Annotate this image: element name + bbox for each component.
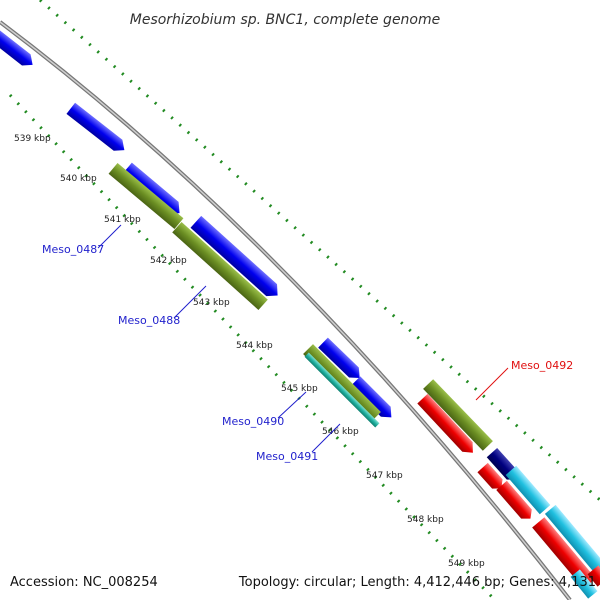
gene-forward-0486[interactable]	[0, 21, 37, 71]
tick-label: 545 kbp	[281, 384, 318, 394]
gene-meso-0489-arrow[interactable]	[190, 215, 283, 301]
gene-meso-0491-arrow[interactable]	[350, 376, 396, 422]
tick-label: 543 kbp	[193, 298, 230, 308]
gene-red-2[interactable]	[496, 480, 535, 523]
backbone	[0, 20, 572, 600]
rna-features	[108, 162, 493, 451]
tick-label: 539 kbp	[14, 134, 51, 144]
tick-label: 544 kbp	[236, 341, 273, 351]
gene-meso-0488-arrow[interactable]	[121, 162, 185, 220]
gene-label-meso-0487[interactable]: Meso_0487	[42, 243, 104, 256]
tick-label: 549 kbp	[448, 559, 485, 569]
feature-cyan-1[interactable]	[505, 465, 551, 515]
feature-cyan-2[interactable]	[544, 504, 600, 576]
feature-cyan-3[interactable]	[570, 569, 598, 599]
tick-label: 547 kbp	[366, 471, 403, 481]
topology-text: Topology: circular; Length: 4,412,446 bp…	[238, 575, 596, 590]
gene-labels: Meso_0487 Meso_0488 Meso_0490 Meso_0491 …	[42, 224, 573, 463]
tick-label: 548 kbp	[407, 515, 444, 525]
feature-teal-491[interactable]	[304, 352, 380, 428]
feature-olive-487[interactable]	[108, 162, 184, 230]
tick-label: 542 kbp	[150, 256, 187, 266]
gene-label-meso-0492[interactable]: Meso_0492	[511, 359, 573, 372]
feature-olive-492[interactable]	[423, 379, 493, 451]
gc-dots-outer	[39, 0, 600, 502]
gene-meso-0492-arrow[interactable]	[417, 393, 478, 458]
gc-dots-tracks	[8, 0, 600, 600]
forward-genes	[0, 21, 396, 422]
tick-label: 540 kbp	[60, 174, 97, 184]
gene-label-meso-0491[interactable]: Meso_0491	[256, 450, 318, 463]
gene-label-meso-0488[interactable]: Meso_0488	[118, 314, 180, 327]
map-title: Mesorhizobium sp. BNC1, complete genome	[130, 12, 441, 28]
feature-olive-488[interactable]	[172, 221, 268, 311]
tick-label: 541 kbp	[104, 215, 141, 225]
gene-meso-0490-arrow[interactable]	[318, 337, 364, 383]
reverse-genes	[417, 393, 600, 599]
gene-label-meso-0490[interactable]: Meso_0490	[222, 415, 284, 428]
tick-label: 546 kbp	[322, 427, 359, 437]
gene-meso-0487-arrow[interactable]	[66, 102, 128, 156]
accession-text: Accession: NC_008254	[10, 575, 158, 590]
tick-labels: 539 kbp 540 kbp 541 kbp 542 kbp 543 kbp …	[14, 134, 485, 569]
feature-olive-490[interactable]	[303, 344, 381, 422]
gene-red-4[interactable]	[587, 565, 600, 587]
gene-red-small-1[interactable]	[477, 462, 506, 493]
